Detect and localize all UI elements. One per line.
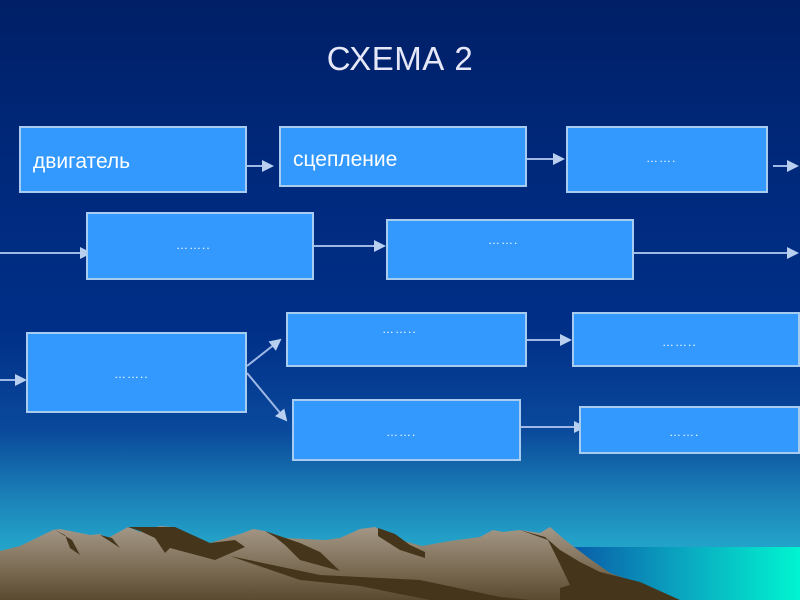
node-branch-top[interactable]: …….. bbox=[286, 312, 527, 367]
node-branch-bottom-next[interactable]: ……. bbox=[579, 406, 800, 454]
node-r3main[interactable]: …….. bbox=[26, 332, 247, 413]
mountain-shadows bbox=[55, 527, 680, 600]
node-branch-top-next[interactable]: …….. bbox=[572, 312, 800, 367]
node-label: ……. bbox=[488, 233, 519, 247]
arrow-r3main-to-branch-top bbox=[246, 338, 282, 367]
node-r2c1[interactable]: …….. bbox=[86, 212, 314, 280]
node-label: сцепление bbox=[293, 148, 398, 171]
node-label: ……. bbox=[646, 151, 677, 165]
arrow-r3main-to-branch-bottom bbox=[246, 372, 288, 422]
node-label: …….. bbox=[114, 367, 149, 381]
node-r1c3[interactable]: ……. bbox=[566, 126, 768, 193]
node-label: …….. bbox=[176, 238, 211, 252]
node-engine[interactable]: двигатель bbox=[19, 126, 247, 193]
node-label: двигатель bbox=[33, 150, 131, 173]
slide-title: СХЕМА 2 bbox=[326, 40, 474, 77]
node-label: ……. bbox=[669, 425, 700, 439]
node-label: ……. bbox=[386, 425, 417, 439]
node-label: …….. bbox=[662, 335, 697, 349]
node-branch-bottom[interactable]: ……. bbox=[292, 399, 521, 461]
node-clutch[interactable]: сцепление bbox=[279, 126, 527, 187]
node-label: …….. bbox=[382, 322, 417, 336]
node-r2c2[interactable]: ……. bbox=[386, 219, 634, 280]
